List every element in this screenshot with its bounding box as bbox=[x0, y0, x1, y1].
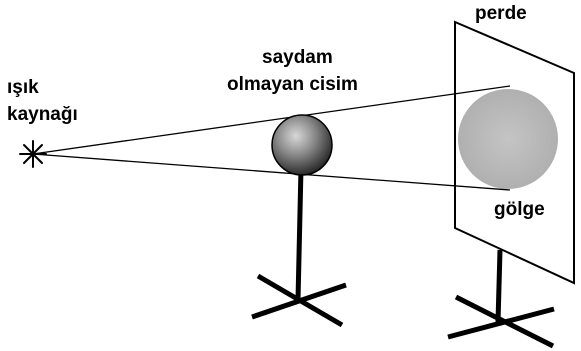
screen-label: perde bbox=[475, 3, 527, 24]
object-label-line2: olmayan cisim bbox=[227, 74, 358, 95]
shadow-label: gölge bbox=[494, 199, 545, 220]
object-label-line1: saydam bbox=[262, 47, 333, 68]
opaque-sphere bbox=[271, 114, 333, 176]
light-ray-lower bbox=[32, 153, 511, 191]
star-icon bbox=[19, 140, 47, 168]
light-source-label-line1: ışık bbox=[7, 77, 39, 98]
light-ray-upper bbox=[32, 85, 511, 155]
shadow-circle bbox=[458, 89, 558, 189]
object-stand bbox=[251, 167, 347, 328]
light-source-label-line2: kaynağı bbox=[7, 104, 78, 125]
screen-stand bbox=[447, 249, 555, 349]
